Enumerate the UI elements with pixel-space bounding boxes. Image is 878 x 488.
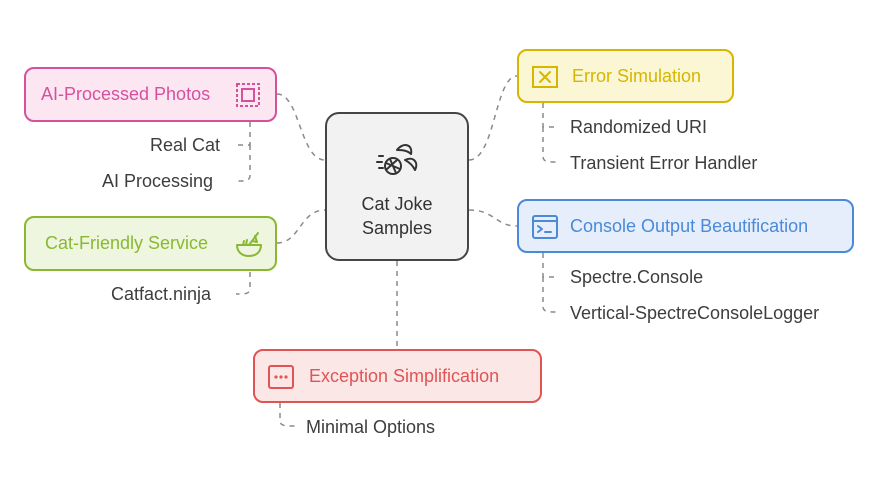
connector-leaf-transient bbox=[542, 127, 559, 163]
center-title-line-1: Cat Joke bbox=[361, 194, 433, 214]
node-error-simulation[interactable]: Error Simulation bbox=[517, 49, 734, 103]
leaf-real-cat: Real Cat bbox=[150, 135, 221, 155]
leaf-randomized-uri: Randomized URI bbox=[570, 117, 708, 137]
node-label: Console Output Beautification bbox=[570, 215, 809, 236]
connector-leaf-ai-processing bbox=[235, 145, 251, 182]
node-label: Error Simulation bbox=[572, 65, 702, 86]
node-console-output-beautification[interactable]: Console Output Beautification bbox=[517, 199, 854, 253]
leaf-spectre-console: Spectre.Console bbox=[570, 267, 704, 287]
connector-error-sim bbox=[468, 75, 518, 161]
terminal-icon bbox=[531, 213, 559, 241]
connector-leaf-real-cat bbox=[236, 122, 251, 146]
node-label: AI-Processed Photos bbox=[41, 84, 211, 104]
connector-console bbox=[468, 209, 518, 227]
bowl-icon bbox=[234, 230, 264, 260]
leaf-ai-processing: AI Processing bbox=[102, 171, 214, 191]
node-exception-simplification[interactable]: Exception Simplification bbox=[253, 349, 542, 403]
connector-leaf-spectre bbox=[542, 253, 558, 278]
connector-cat-service bbox=[276, 209, 326, 244]
node-cat-friendly-service[interactable]: Cat-Friendly Service bbox=[24, 216, 277, 271]
leaf-catfact-ninja: Catfact.ninja bbox=[111, 284, 212, 304]
connector-leaf-vertical bbox=[542, 277, 559, 313]
connector-leaf-randomized-uri bbox=[542, 103, 558, 128]
connector-ai-photos bbox=[276, 93, 326, 161]
node-ai-processed-photos[interactable]: AI-Processed Photos bbox=[24, 67, 277, 122]
center-node[interactable]: Cat Joke Samples bbox=[325, 112, 469, 261]
ellipsis-icon bbox=[267, 363, 295, 391]
connector-leaf-minimal bbox=[279, 403, 296, 427]
node-label: Cat-Friendly Service bbox=[45, 233, 209, 253]
node-label: Exception Simplification bbox=[309, 365, 500, 386]
center-title-line-2: Samples bbox=[361, 218, 433, 238]
error-box-icon bbox=[531, 63, 559, 91]
leaf-transient-error-handler: Transient Error Handler bbox=[570, 153, 758, 173]
leaf-minimal-options: Minimal Options bbox=[306, 417, 436, 437]
cat-yarn-icon bbox=[373, 138, 425, 182]
leaf-vertical-spectreconsolelogger: Vertical-SpectreConsoleLogger bbox=[570, 303, 820, 323]
framed-picture-icon bbox=[234, 81, 262, 109]
connector-leaf-catfact bbox=[235, 272, 251, 295]
